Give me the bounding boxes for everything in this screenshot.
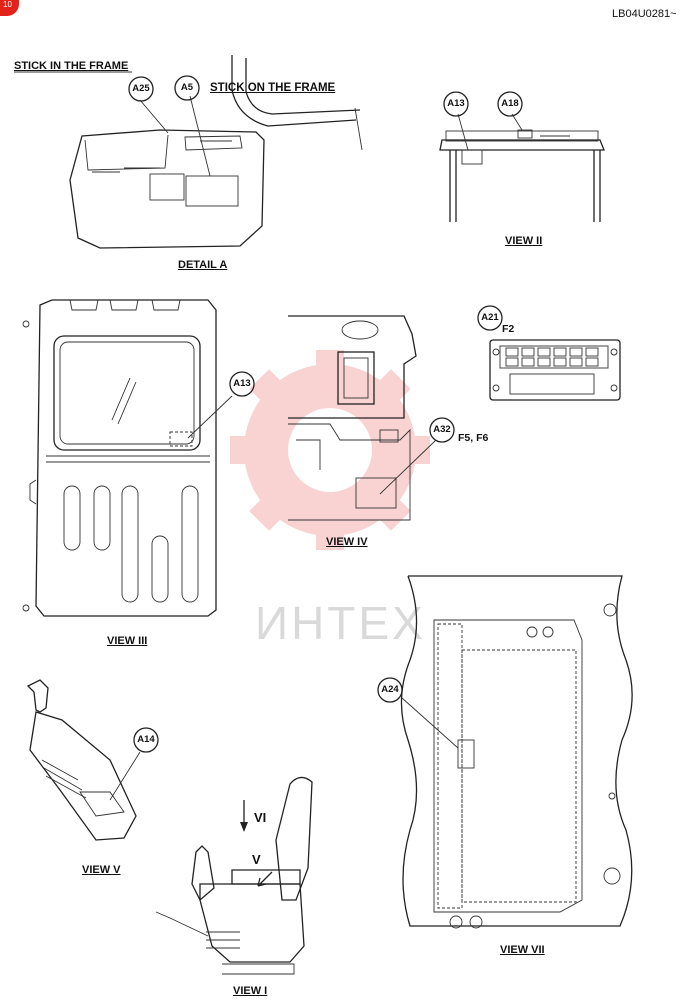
detail-a-drawing: [14, 55, 363, 249]
callout-a32: A32: [433, 424, 451, 435]
callout-a24: A24: [381, 684, 399, 695]
view-4-drawing: [288, 315, 437, 521]
view-2-drawing: [439, 113, 605, 222]
callout-a18: A18: [501, 98, 519, 109]
arrow-label-v: V: [252, 852, 261, 867]
caption-view-3: VIEW III: [107, 635, 148, 647]
document-code: LB04U0281~: [612, 8, 677, 20]
watermark-text: ИНТЕХ: [255, 597, 426, 649]
callout-a21: A21: [481, 312, 499, 323]
heading-stick-on-frame: STICK ON THE FRAME: [210, 82, 336, 94]
caption-view-1: VIEW I: [233, 985, 268, 997]
caption-view-5: VIEW V: [82, 864, 121, 876]
view-3-drawing: [22, 299, 233, 617]
caption-view-2: VIEW II: [505, 235, 543, 247]
view-1-drawing: [155, 776, 313, 975]
caption-view-4: VIEW IV: [326, 536, 368, 548]
callout-a25: A25: [132, 83, 150, 94]
callout-a13-view-3: A13: [233, 378, 251, 389]
heading-stick-in-frame: STICK IN THE FRAME: [14, 60, 129, 72]
caption-view-7: VIEW VII: [500, 944, 545, 956]
note-f2: F2: [502, 323, 515, 335]
view-7-drawing: [400, 575, 633, 929]
view-5-drawing: [26, 679, 141, 841]
callout-a13-view-2: A13: [447, 98, 465, 109]
arrow-label-vi: VI: [254, 810, 267, 825]
callout-a14: A14: [137, 734, 155, 745]
callout-a5: A5: [180, 82, 194, 93]
fuse-panel-drawing: [489, 339, 621, 401]
page-corner-badge: 10: [0, 0, 19, 16]
caption-detail-a: DETAIL A: [178, 259, 228, 271]
note-f5-f6: F5, F6: [458, 432, 489, 444]
